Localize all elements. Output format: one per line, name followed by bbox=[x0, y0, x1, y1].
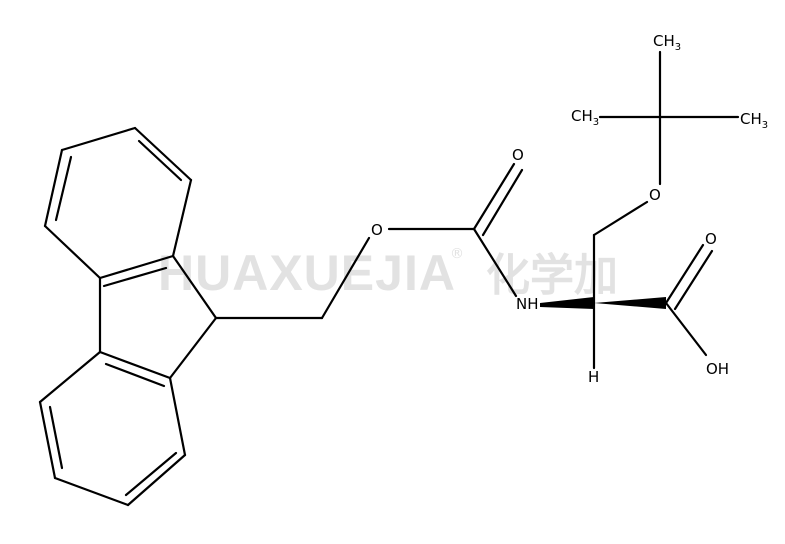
bond-double-inner bbox=[48, 405, 64, 470]
watermark: HUAXUEJIA ® 化学加 bbox=[158, 245, 618, 301]
atom-o-ether: O bbox=[649, 186, 661, 204]
bond-double-a bbox=[472, 162, 516, 231]
carbamate-linker bbox=[214, 162, 524, 320]
atom-oh: OH bbox=[706, 360, 729, 378]
bond-double-inner bbox=[54, 155, 73, 222]
bond-double-b bbox=[673, 249, 714, 311]
bond bbox=[126, 453, 187, 507]
atom-h-stereo: H bbox=[588, 368, 599, 386]
atom-o-acid-carbonyl: O bbox=[705, 230, 717, 248]
ch3-top-label: CH3 bbox=[653, 32, 681, 53]
bond bbox=[133, 126, 193, 182]
atom-nh: NH bbox=[516, 295, 539, 313]
bond-double-b bbox=[481, 168, 524, 237]
atom-labels: O O NH H O CH3 CH3 CH3 O OH bbox=[371, 32, 768, 386]
atom-o-ester: O bbox=[371, 221, 383, 239]
bond bbox=[60, 126, 137, 152]
bond-double-inner bbox=[137, 139, 183, 182]
tert-butyl-ether bbox=[592, 50, 740, 237]
wedge-bond-nh bbox=[540, 297, 594, 309]
watermark-registered: ® bbox=[450, 246, 464, 262]
watermark-latin: HUAXUEJIA bbox=[158, 245, 456, 301]
bond bbox=[43, 224, 102, 280]
bond bbox=[664, 301, 708, 357]
bond bbox=[38, 350, 102, 404]
fluorene-lower-ring bbox=[38, 350, 187, 507]
bond-double-inner bbox=[124, 451, 178, 497]
wedge-bond-acid bbox=[594, 297, 666, 309]
bond-double-inner bbox=[104, 362, 166, 388]
bond bbox=[472, 227, 518, 298]
bond bbox=[171, 254, 218, 320]
bond bbox=[43, 148, 64, 228]
ch3-right-label: CH3 bbox=[740, 110, 768, 131]
bond bbox=[98, 350, 172, 380]
alpha-carbon bbox=[540, 233, 666, 370]
bond bbox=[168, 316, 218, 380]
bond bbox=[168, 376, 187, 457]
bond bbox=[38, 400, 57, 480]
bond bbox=[53, 476, 130, 507]
watermark-chinese: 化学加 bbox=[486, 250, 618, 301]
carboxylic-acid bbox=[664, 243, 714, 357]
atom-o-carbonyl: O bbox=[512, 146, 524, 164]
bond-double-inner bbox=[102, 266, 168, 288]
fluorene-five-ring bbox=[98, 254, 218, 380]
bond bbox=[98, 254, 175, 280]
bond bbox=[320, 236, 371, 320]
bond bbox=[171, 178, 193, 258]
bond bbox=[592, 200, 649, 237]
bond-double-a bbox=[664, 243, 705, 305]
fluorene-upper-ring bbox=[43, 126, 193, 288]
ch3-left-label: CH3 bbox=[571, 107, 599, 128]
